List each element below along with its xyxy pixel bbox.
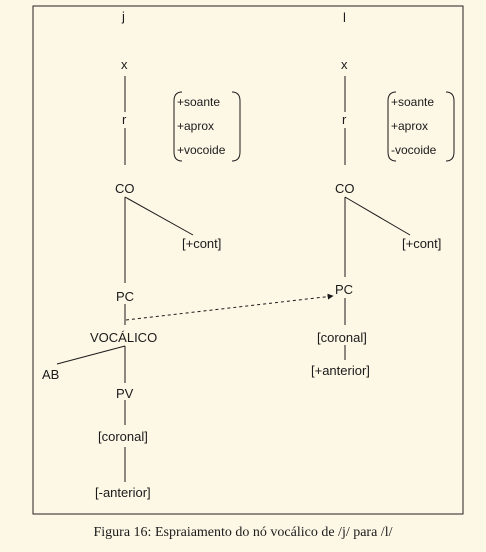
left-pv-node: PV [116, 386, 134, 401]
figure-border [32, 5, 464, 515]
left-feature-soante: +soante [177, 95, 221, 109]
left-pc-node: PC [116, 289, 135, 304]
left-cont-feature: [+cont] [182, 236, 222, 251]
spreading-arrow [125, 293, 334, 321]
left-feature-bracket-left [173, 91, 183, 162]
figure-caption: Figura 16: Espraiamento do nó vocálico d… [93, 525, 393, 540]
left-co-node: CO [115, 181, 135, 196]
right-x-node: x [341, 57, 348, 72]
left-vocalico-ab-line [56, 345, 126, 365]
left-coronal-feature: [coronal] [98, 429, 148, 444]
left-r-node: r [122, 112, 127, 127]
right-co-cont-line [344, 196, 411, 236]
left-feature-vocoide: +vocoide [177, 143, 226, 157]
left-feature-bracket-right [231, 91, 241, 162]
left-ab-node: AB [42, 367, 60, 382]
right-feature-aprox: +aprox [391, 119, 429, 133]
right-feature-bracket-right [445, 91, 455, 162]
left-feature-aprox: +aprox [177, 119, 215, 133]
left-x-node: x [121, 57, 128, 72]
right-segment-label: l [343, 10, 346, 25]
right-r-node: r [342, 112, 347, 127]
left-anterior-feature: [-anterior] [95, 485, 151, 500]
right-coronal-feature: [coronal] [317, 330, 367, 345]
left-vocalico-node: VOCÁLICO [90, 330, 158, 345]
right-feature-vocoide: -vocoide [391, 143, 437, 157]
right-feature-bracket-left [387, 91, 397, 162]
right-co-node: CO [335, 181, 355, 196]
left-segment-label: j [122, 9, 125, 24]
right-feature-soante: +soante [391, 95, 435, 109]
right-pc-node: PC [335, 282, 354, 297]
left-co-cont-line [124, 196, 194, 236]
right-cont-feature: [+cont] [402, 236, 442, 251]
right-anterior-feature: [+anterior] [311, 363, 370, 378]
